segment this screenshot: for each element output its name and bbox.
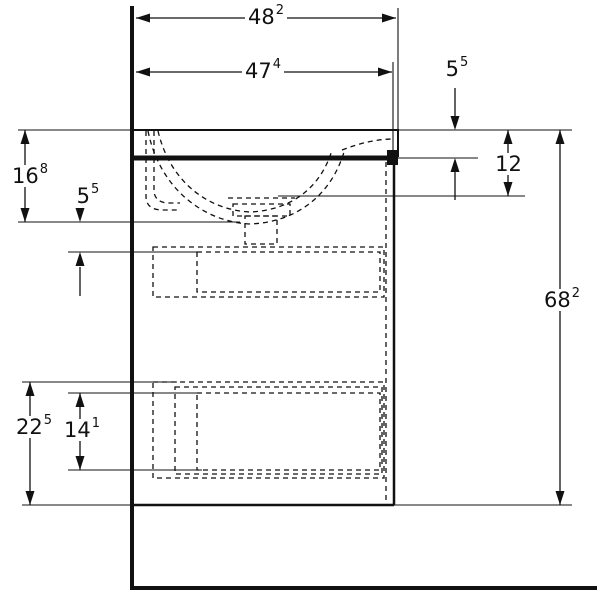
arrow-14-1-up (75, 393, 85, 407)
arrow-16-8-down (20, 208, 30, 222)
dim-sup: 2 (571, 286, 581, 301)
upper-drawer-outer (152, 246, 385, 298)
cabinet-dashed-internals (152, 162, 387, 503)
dim-label-lower-drawer-height: 141 (60, 416, 104, 442)
arrow-16-8-up (20, 130, 30, 144)
dim-label-basin-edge-height: 55 (442, 55, 472, 81)
dim-value: 47 (244, 59, 272, 83)
bowl-outer-curve (147, 130, 345, 225)
dim-sup: 2 (275, 3, 285, 18)
overflow-inner-curve (153, 131, 180, 204)
dimension-arrowheads (20, 13, 565, 505)
bowl-inner-curve (157, 130, 333, 213)
washbasin-edge-block (387, 150, 398, 165)
arrow-5-5-left-down (75, 208, 85, 222)
arrow-68-2-down (555, 491, 565, 505)
arrow-5-5-left-up (75, 252, 85, 266)
dim-sup: 5 (91, 182, 100, 197)
arrow-47-4-right (378, 67, 392, 77)
dim-label-total-height: 682 (540, 286, 584, 312)
dim-value: 22 (15, 415, 43, 439)
washbasin-outline (134, 129, 399, 165)
dim-label-basin-depth: 168 (8, 162, 52, 188)
wall-and-floor-lines (130, 6, 597, 590)
dim-value: 5 (445, 57, 460, 81)
arrow-5-5-top-up (450, 158, 460, 172)
dim-label-cabinet-width: 474 (241, 57, 285, 83)
dim-label-overall-width: 482 (244, 3, 288, 29)
arrow-48-2-left (136, 13, 150, 23)
dim-value: 14 (63, 418, 91, 442)
dim-value: 68 (543, 288, 571, 312)
dim-value: 12 (495, 152, 522, 176)
cabinet-outline (134, 155, 396, 507)
dim-label-drain-offset: 12 (492, 153, 526, 175)
arrow-12-down (503, 182, 513, 196)
lower-drawer-outer (152, 381, 385, 479)
extension-lines (18, 8, 572, 506)
dim-sup: 8 (39, 162, 49, 177)
arrow-22-5-down (25, 491, 35, 505)
dim-sup: 5 (460, 55, 469, 70)
arrow-5-5-top-down (450, 116, 460, 130)
bowl-front-curve (341, 138, 395, 151)
arrow-48-2-right (382, 13, 396, 23)
dim-value: 16 (11, 164, 39, 188)
lower-drawer-inner (196, 392, 381, 471)
arrow-14-1-down (75, 456, 85, 470)
arrow-47-4-left (136, 67, 150, 77)
overflow-outer-curve (145, 131, 180, 211)
dim-value: 48 (247, 5, 275, 29)
dim-label-gap-upper: 55 (73, 182, 103, 208)
arrow-68-2-up (555, 130, 565, 144)
dim-value: 5 (76, 184, 91, 208)
lower-drawer-middle (174, 386, 383, 475)
dim-sup: 1 (91, 416, 101, 431)
arrow-12-up (503, 130, 513, 144)
arrow-22-5-up (25, 382, 35, 396)
upper-drawer-inner (196, 251, 381, 293)
drain-pipe (244, 215, 278, 245)
dim-label-lower-section-height: 225 (12, 413, 56, 439)
dimension-lines (24, 17, 561, 505)
drain-flange (232, 203, 291, 217)
dim-sup: 4 (272, 57, 282, 72)
washbasin-dashed-bowl (145, 130, 395, 245)
dim-sup: 5 (43, 413, 53, 428)
